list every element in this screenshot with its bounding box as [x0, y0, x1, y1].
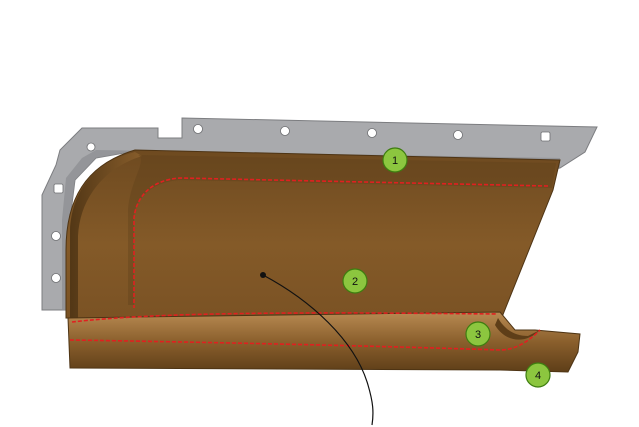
seam-lower [69, 329, 541, 351]
lower-sill [67, 311, 581, 373]
marker-4: 4 [525, 362, 551, 388]
callout-anchor-dot [260, 272, 266, 278]
callout-leader-line [262, 274, 374, 426]
marker-2-label: 2 [352, 276, 358, 288]
upper-fold [128, 155, 556, 305]
frame-holes [51, 124, 551, 283]
seam-middle [71, 312, 498, 323]
seam-lines [69, 177, 549, 351]
marker-4-label: 4 [535, 370, 541, 382]
marker-3-label: 3 [475, 329, 481, 341]
marker-1: 1 [382, 147, 408, 173]
sill-notch [495, 318, 540, 340]
marker-1-label: 1 [392, 155, 398, 167]
panel-left-edge [70, 152, 142, 318]
seam-upper [133, 177, 549, 308]
marker-2: 2 [342, 268, 368, 294]
marker-3: 3 [465, 321, 491, 347]
